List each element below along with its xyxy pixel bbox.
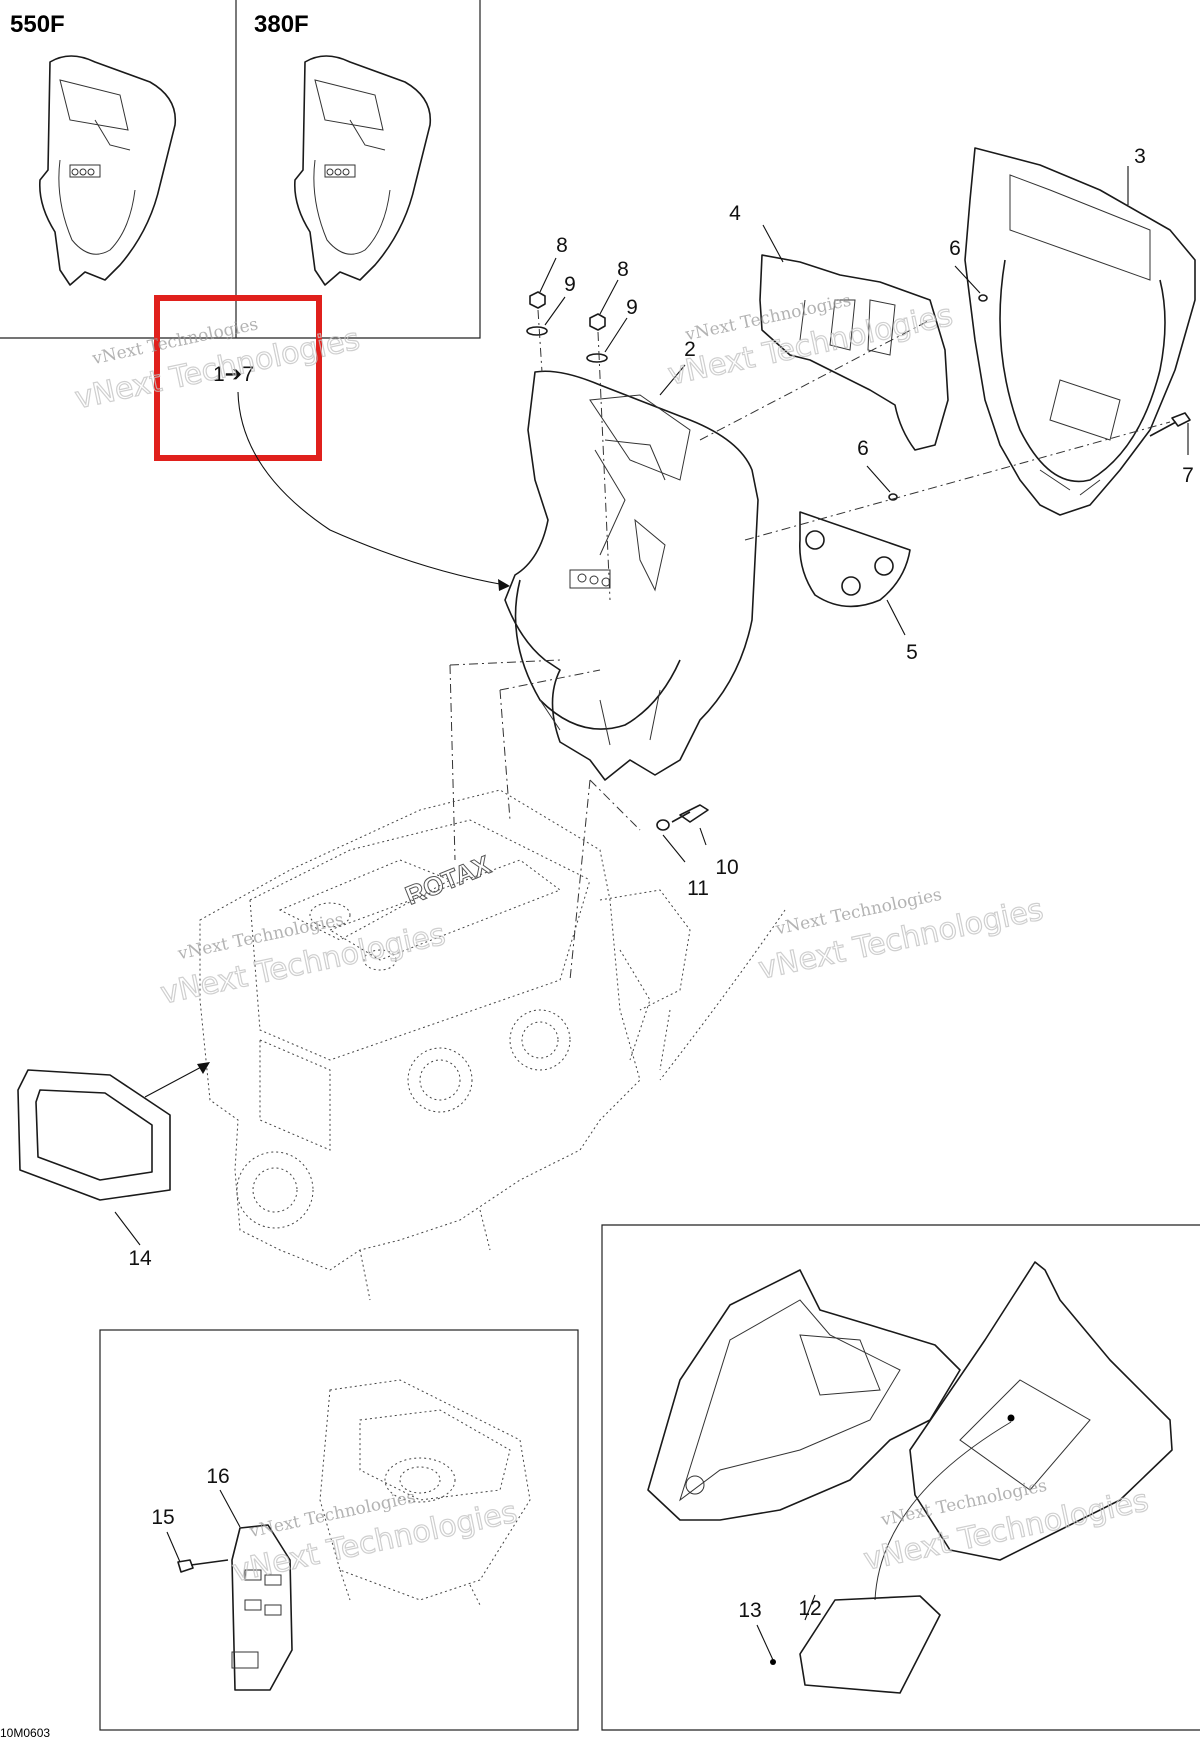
callout-10: 10: [715, 856, 738, 879]
watermark-group: vNext Technologies vNext Technologies vN…: [71, 291, 1152, 1590]
callout-3: 3: [1134, 145, 1146, 168]
fan-housing-main-drawing: [504, 370, 759, 781]
svg-text:ROTAX: ROTAX: [401, 849, 495, 910]
inset-box-right: [601, 1224, 1200, 1731]
callout-8-right: 8: [617, 258, 629, 281]
inset-box-left: [99, 1329, 579, 1731]
highlight-box: [154, 295, 322, 461]
callout-4: 4: [729, 202, 741, 225]
engine-pointer-arrow: [144, 1064, 206, 1098]
variant-box: [0, 0, 481, 339]
variant-label-550f: 550F: [10, 11, 65, 38]
shroud-part-3-drawing: [964, 147, 1196, 516]
fan-housing-550f-drawing: [38, 55, 177, 286]
cover-part-4-drawing: [759, 254, 949, 451]
callout-15: 15: [151, 1506, 174, 1529]
engine-drawing: ROTAX: [199, 789, 786, 1301]
bolt-10-washer-11-drawing: [656, 804, 709, 831]
callout-2: 2: [684, 338, 696, 361]
oring-6-lower: [888, 493, 898, 501]
callout-9-right: 9: [626, 296, 638, 319]
engine-pointer-arrow-head: [197, 1062, 210, 1074]
plate-part-5-drawing: [798, 511, 911, 608]
callout-7: 7: [1182, 464, 1194, 487]
callout-16: 16: [206, 1465, 229, 1488]
assembly-lines: [449, 319, 1171, 981]
callout-14: 14: [128, 1247, 152, 1270]
highlight-arrow-head: [498, 579, 510, 591]
callout-8-left: 8: [556, 234, 568, 257]
oring-6-upper: [978, 294, 988, 302]
fan-housing-380f-drawing: [293, 55, 432, 286]
gasket-part-14-drawing: [17, 1069, 171, 1201]
highlight-leader-arrow: [237, 391, 506, 586]
screw-7-drawing: [1149, 412, 1191, 437]
callout-13: 13: [738, 1599, 761, 1622]
callout-5: 5: [906, 641, 918, 664]
inset-right-drawing: [647, 1261, 1173, 1694]
callout-6-upper: 6: [949, 237, 961, 260]
callout-6-lower: 6: [857, 437, 869, 460]
callout-12: 12: [798, 1597, 821, 1620]
highlight-ref-text: 1➔7: [213, 363, 254, 386]
callout-11: 11: [687, 877, 709, 900]
screws-and-washers: [526, 291, 611, 601]
inset-left-drawing: [177, 1379, 531, 1691]
callout-leaders: [114, 166, 1189, 1661]
drawing-code: 10M0603: [0, 1726, 50, 1740]
variant-label-380f: 380F: [254, 11, 309, 38]
callout-9-left: 9: [564, 273, 576, 296]
